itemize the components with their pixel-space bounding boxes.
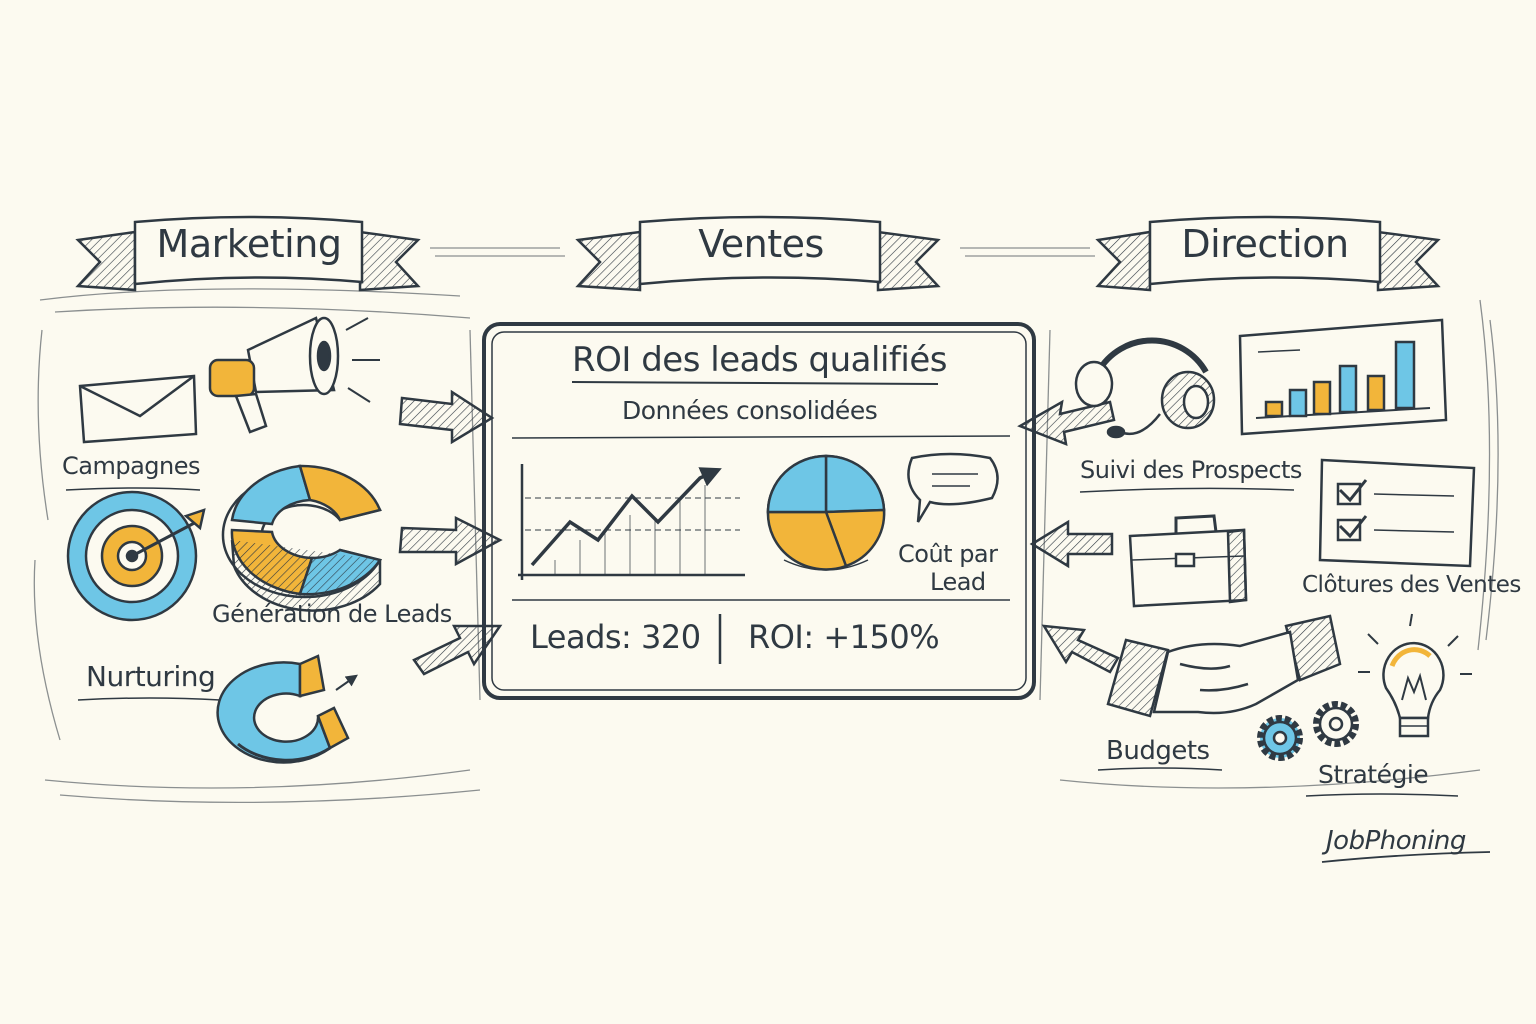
label-campagnes: Campagnes [62, 452, 201, 480]
label-suivi-prospects: Suivi des Prospects [1080, 456, 1302, 484]
banner-marketing-label: Marketing [156, 222, 342, 266]
label-generation-leads: Génération de Leads [212, 600, 452, 628]
line-chart-icon [518, 464, 745, 580]
briefcase-icon [1128, 514, 1248, 608]
megaphone-icon [208, 316, 380, 434]
magnet-icon [216, 654, 358, 764]
target-icon [66, 490, 206, 622]
cost-label-line2: Lead [930, 568, 986, 596]
headset-icon [1074, 337, 1216, 439]
banner-ventes [575, 215, 941, 292]
cost-label-line1: Coût par [898, 540, 998, 568]
roi-stat: ROI: +150% [748, 618, 940, 656]
pie-chart-icon [766, 454, 886, 571]
label-budgets: Budgets [1106, 736, 1210, 766]
signature-underline [1321, 851, 1491, 863]
banner-direction-label: Direction [1181, 222, 1349, 266]
envelope-icon [78, 374, 198, 444]
lightbulb-icon [1358, 613, 1472, 738]
label-clotures-ventes: Clôtures des Ventes [1302, 572, 1521, 598]
checklist-icon [1318, 458, 1476, 568]
handshake-icon [1106, 614, 1342, 718]
dashboard-title: ROI des leads qualifiés [572, 340, 947, 380]
banner-direction [1095, 215, 1441, 292]
label-strategie: Stratégie [1318, 760, 1429, 789]
gears-icon [1257, 701, 1359, 761]
leads-stat: Leads: 320 [530, 618, 701, 656]
banner-ventes-label: Ventes [698, 222, 824, 266]
label-underlines [65, 487, 1459, 797]
speech-bubble-icon [907, 452, 999, 523]
lifebuoy-icon [221, 464, 383, 612]
dashboard-frame [482, 322, 1036, 700]
bar-chart-icon [1238, 318, 1448, 436]
dashboard-subtitle: Données consolidées [622, 396, 878, 425]
signature-jobphoning: JobPhoning [1326, 826, 1466, 856]
label-nurturing: Nurturing [86, 660, 216, 693]
flow-arrows [398, 389, 1120, 676]
banner-marketing [75, 215, 421, 292]
